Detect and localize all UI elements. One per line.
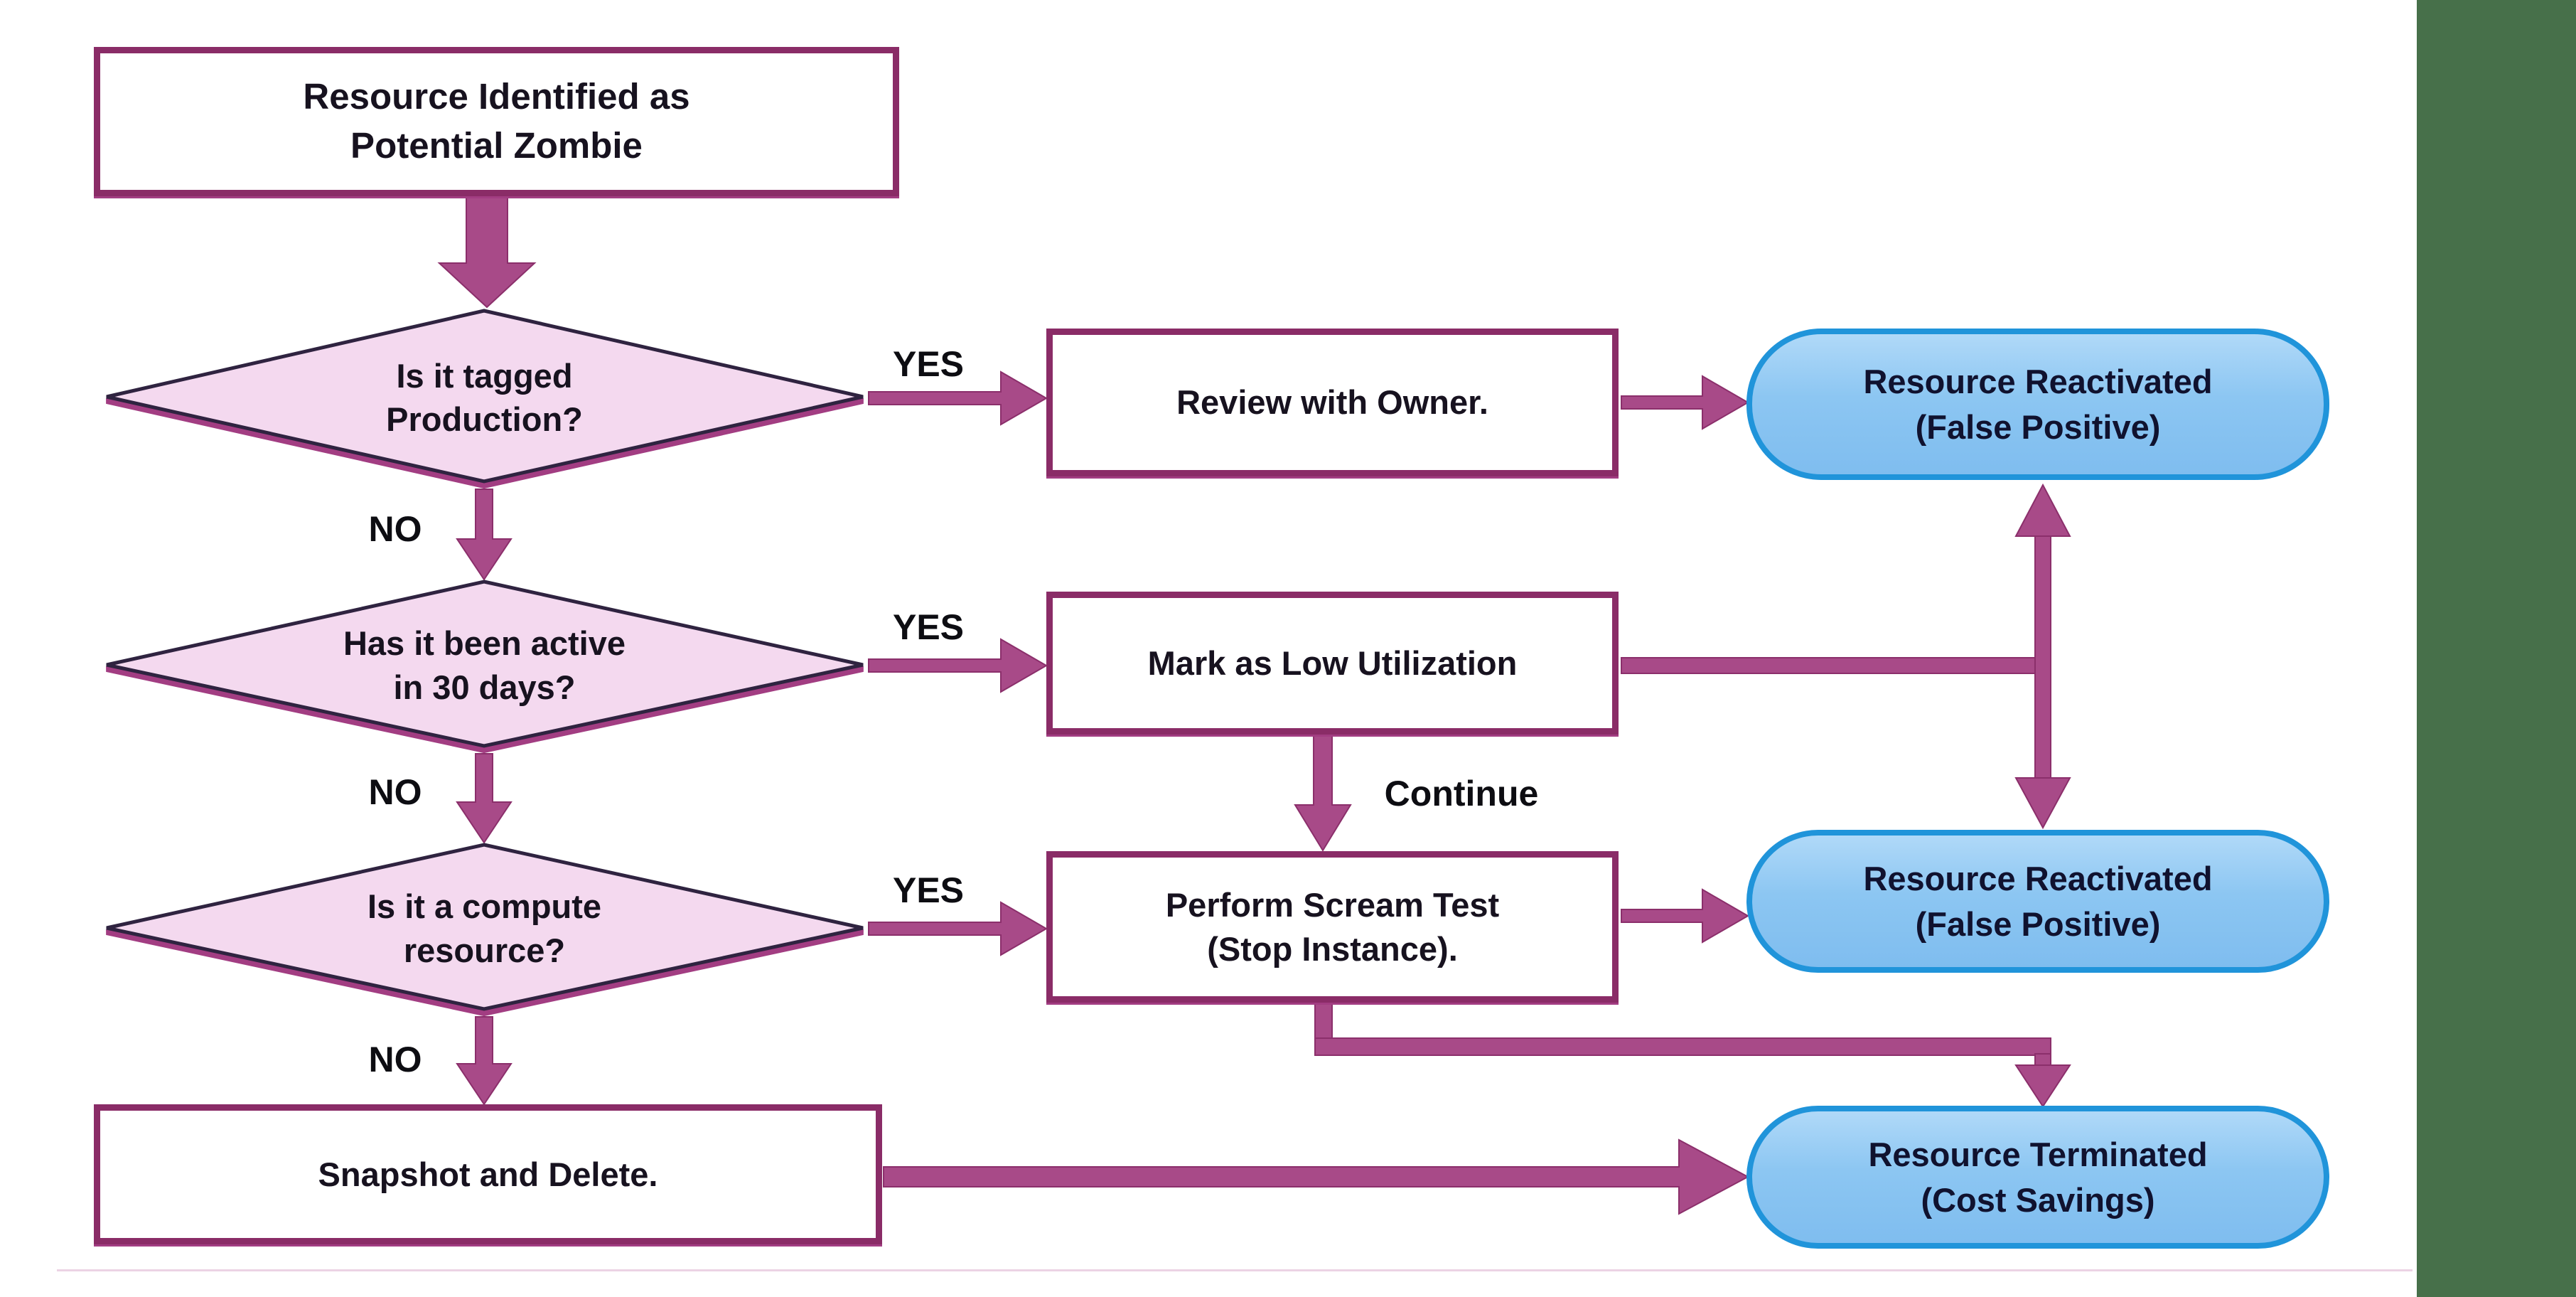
decision-production-label: Is it tagged Production?: [386, 356, 583, 438]
arrowhead-scream-term: [2014, 1064, 2071, 1108]
edge-label-no-2: NO: [368, 772, 422, 812]
decision-compute-label: Is it a compute resource?: [367, 887, 602, 969]
node-reactivated-top: Resource Reactivated (False Positive): [1746, 329, 2329, 480]
arrow-start-to-production: [437, 191, 537, 309]
node-review-with-owner: Review with Owner.: [1046, 329, 1619, 476]
node-reactivated-top-label: Resource Reactivated (False Positive): [1863, 363, 2213, 446]
arrowhead-tee-up: [2014, 483, 2071, 537]
node-reactivated-mid: Resource Reactivated (False Positive): [1746, 830, 2329, 973]
edge-label-continue: Continue: [1384, 774, 1539, 813]
node-scream-label: Perform Scream Test (Stop Instance).: [1165, 886, 1500, 968]
line-scream-term-drop: [1314, 1003, 1333, 1042]
arrow-snapshot-to-terminated: [883, 1138, 1750, 1215]
diamond-shape: [106, 309, 864, 484]
arrow-yes-production-to-review: [868, 370, 1048, 426]
line-tee-vertical: [2034, 531, 2051, 783]
right-green-strip: [2417, 0, 2576, 1297]
arrow-no-active-to-compute: [456, 753, 512, 844]
arrow-yes-active-to-mark: [868, 638, 1048, 693]
node-review-label: Review with Owner.: [1176, 383, 1488, 422]
decision-active-label: Has it been active in 30 days?: [343, 624, 626, 706]
bottom-rule: [57, 1269, 2413, 1271]
edge-label-no-3: NO: [368, 1040, 422, 1079]
arrow-no-production-to-active: [456, 489, 512, 581]
node-snapshot-label: Snapshot and Delete.: [318, 1155, 658, 1193]
node-terminated: Resource Terminated (Cost Savings): [1746, 1106, 2329, 1249]
decision-active-30-days: Has it been active in 30 days?: [102, 578, 867, 754]
node-mark-label: Mark as Low Utilization: [1147, 644, 1518, 682]
decision-tagged-production: Is it tagged Production?: [102, 307, 867, 489]
diamond-shape: [106, 580, 864, 748]
diamond-shape: [106, 843, 864, 1011]
decision-compute-resource: Is it a compute resource?: [102, 841, 867, 1017]
arrowhead-tee-down: [2014, 777, 2071, 830]
node-mark-low-utilization: Mark as Low Utilization: [1046, 592, 1619, 735]
edge-label-yes-3: YES: [892, 870, 965, 910]
node-reactivated-mid-label: Resource Reactivated (False Positive): [1863, 860, 2213, 943]
arrow-no-compute-to-snapshot: [456, 1016, 512, 1106]
node-start: Resource Identified as Potential Zombie: [94, 47, 899, 196]
edge-label-yes-2: YES: [892, 607, 965, 647]
edge-label-no-1: NO: [368, 509, 422, 549]
line-mark-to-tee: [1621, 657, 2044, 674]
node-terminated-label: Resource Terminated (Cost Savings): [1868, 1136, 2208, 1219]
arrow-scream-to-reactivated: [1621, 888, 1749, 944]
node-start-label: Resource Identified as Potential Zombie: [303, 76, 690, 166]
arrow-yes-compute-to-scream: [868, 901, 1048, 956]
arrow-review-to-reactivated: [1621, 375, 1749, 430]
arrow-continue-mark-to-scream: [1294, 735, 1352, 852]
line-scream-term-horizontal: [1314, 1037, 2051, 1056]
edge-label-yes-1: YES: [892, 344, 965, 384]
node-snapshot-delete: Snapshot and Delete.: [94, 1104, 882, 1244]
node-scream-test: Perform Scream Test (Stop Instance).: [1046, 851, 1619, 1003]
